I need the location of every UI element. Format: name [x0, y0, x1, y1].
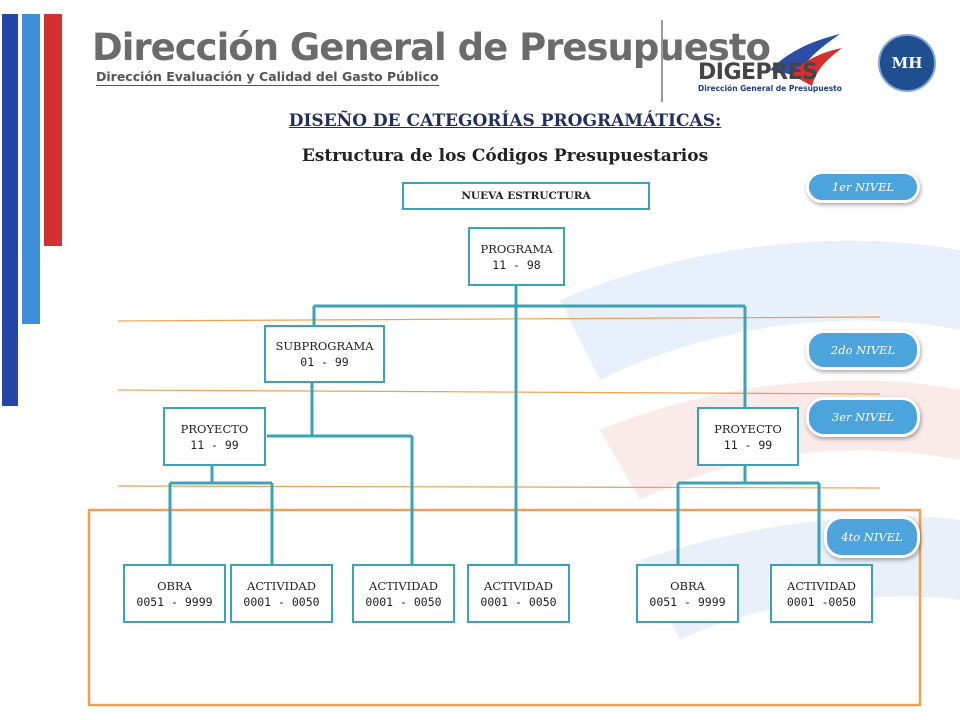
- node-label: PROYECTO: [180, 421, 249, 436]
- node-code: 0051 - 9999: [649, 594, 726, 609]
- node-code: 0001 -0050: [786, 594, 857, 609]
- brand-stripe-blue: [2, 14, 18, 406]
- node-code: 0001 - 0050: [243, 594, 320, 609]
- level-separator-1: [117, 316, 881, 322]
- level-badge-label: 1er NIVEL: [831, 180, 895, 194]
- level-badge-3: 3er NIVEL: [806, 397, 920, 437]
- level-badge-label: 3er NIVEL: [831, 410, 895, 424]
- node-leaf-actividad-1: ACTIVIDAD 0001 - 0050: [230, 564, 333, 623]
- level-badge-1: 1er NIVEL: [806, 171, 920, 203]
- node-label: OBRA: [157, 578, 192, 593]
- node-leaf-obra-1: OBRA 0051 - 9999: [123, 564, 226, 623]
- node-label: ACTIVIDAD: [369, 578, 438, 593]
- header-subtitle: Dirección Evaluación y Calidad del Gasto…: [96, 69, 439, 86]
- level-4-frame: [87, 508, 922, 707]
- digepres-logo-swoosh-icon: [770, 34, 842, 86]
- node-leaf-actividad-3: ACTIVIDAD 0001 - 0050: [467, 564, 570, 623]
- node-proyecto-left: PROYECTO 11 - 99: [163, 407, 266, 466]
- node-leaf-actividad-2: ACTIVIDAD 0001 - 0050: [352, 564, 455, 623]
- level-separator-2: [117, 389, 881, 395]
- new-structure-header: NUEVA ESTRUCTURA: [402, 182, 650, 210]
- node-leaf-actividad-4: ACTIVIDAD 0001 -0050: [770, 564, 873, 623]
- node-label: ACTIVIDAD: [484, 578, 553, 593]
- level-badge-label: 2do NIVEL: [830, 343, 896, 357]
- ministry-seal-icon: MH: [878, 34, 936, 92]
- node-programa: PROGRAMA 11 - 98: [468, 227, 565, 286]
- brand-stripe-red: [44, 14, 62, 246]
- node-proyecto-right: PROYECTO 11 - 99: [697, 407, 799, 466]
- level-separator-3: [117, 485, 881, 489]
- node-label: PROGRAMA: [480, 241, 553, 256]
- node-label: SUBPROGRAMA: [275, 339, 374, 353]
- node-subprograma: SUBPROGRAMA 01 - 99: [264, 325, 385, 383]
- header-title: Dirección General de Presupuesto: [92, 26, 771, 69]
- node-code: 0051 - 9999: [136, 594, 213, 609]
- node-label: ACTIVIDAD: [787, 578, 856, 593]
- sub-title: Estructura de los Códigos Presupuestario…: [301, 146, 709, 166]
- level-badge-2: 2do NIVEL: [806, 330, 920, 370]
- node-label: ACTIVIDAD: [247, 578, 316, 593]
- node-code: 11 - 98: [492, 257, 541, 272]
- node-code: 11 - 99: [723, 437, 773, 452]
- digepres-logo-text: DIGEPRES: [698, 60, 818, 85]
- node-code: 01 - 99: [300, 355, 349, 369]
- node-code: 0001 - 0050: [365, 594, 442, 609]
- node-leaf-obra-2: OBRA 0051 - 9999: [636, 564, 739, 623]
- digepres-logo-subtext: Dirección General de Presupuesto: [698, 84, 842, 93]
- header-separator: [661, 20, 663, 102]
- brand-stripe-light: [22, 14, 40, 324]
- node-code: 11 - 99: [190, 437, 239, 452]
- node-label: PROYECTO: [714, 421, 782, 436]
- level-badge-label: 4to NIVEL: [841, 530, 903, 544]
- node-code: 0001 - 0050: [480, 594, 557, 609]
- level-badge-4: 4to NIVEL: [824, 516, 920, 558]
- node-label: OBRA: [670, 578, 705, 593]
- new-structure-label: NUEVA ESTRUCTURA: [461, 190, 591, 202]
- seal-text: MH: [891, 54, 923, 72]
- main-title: DISEÑO DE CATEGORÍAS PROGRAMÁTICAS:: [288, 111, 722, 131]
